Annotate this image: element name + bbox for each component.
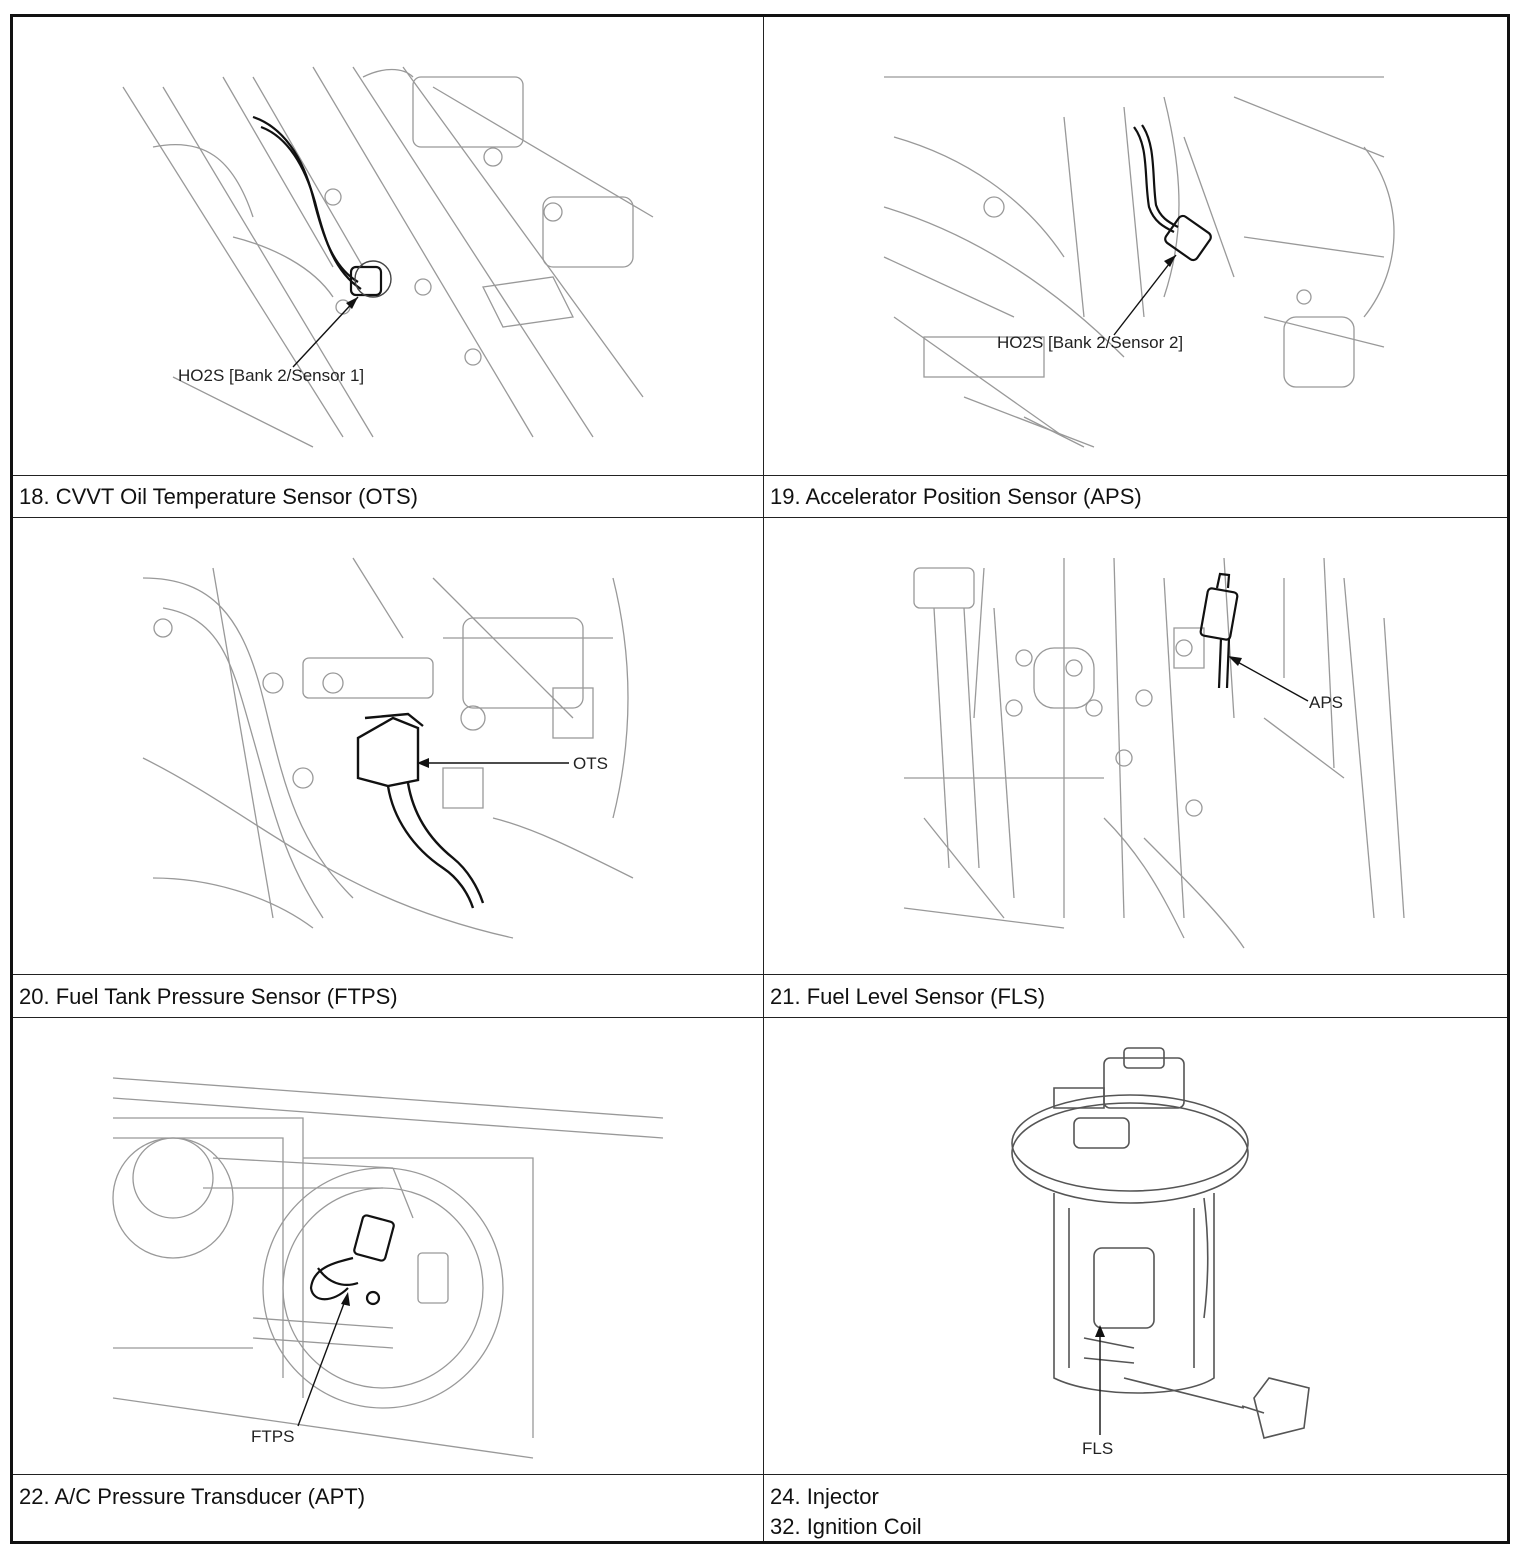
caption-24-32: 24. Injector 32. Ignition Coil bbox=[764, 1482, 922, 1542]
row-divider bbox=[13, 974, 1507, 975]
figure-ftps: FTPS bbox=[13, 1018, 761, 1472]
row-divider bbox=[13, 517, 1507, 518]
callout-label: HO2S [Bank 2/Sensor 2] bbox=[997, 333, 1183, 352]
caption-24: 24. Injector bbox=[770, 1484, 879, 1509]
component-table: HO2S [Bank 2/Sensor 1] bbox=[10, 14, 1510, 1544]
figure-fls: FLS bbox=[764, 1018, 1510, 1472]
column-divider bbox=[763, 17, 764, 1541]
row-divider bbox=[13, 475, 1507, 476]
callout-label: APS bbox=[1309, 693, 1343, 712]
figure-ho2s-bank2-sensor1: HO2S [Bank 2/Sensor 1] bbox=[13, 17, 761, 473]
figure-ots: OTS bbox=[13, 518, 761, 972]
fls-drawing: FLS bbox=[1011, 1047, 1310, 1458]
caption-32: 32. Ignition Coil bbox=[770, 1514, 922, 1539]
aps-drawing: APS bbox=[903, 557, 1405, 949]
ftps-drawing: FTPS bbox=[112, 1077, 664, 1459]
ots-drawing: OTS bbox=[142, 557, 634, 939]
row-divider bbox=[13, 1017, 1507, 1018]
figure-aps: APS bbox=[764, 518, 1510, 972]
callout-label: OTS bbox=[573, 754, 608, 773]
caption-21: 21. Fuel Level Sensor (FLS) bbox=[770, 984, 1046, 1009]
caption-22: 22. A/C Pressure Transducer (APT) bbox=[19, 1484, 366, 1509]
caption-19: 19. Accelerator Position Sensor (APS) bbox=[770, 484, 1142, 509]
caption-18: 18. CVVT Oil Temperature Sensor (OTS) bbox=[19, 484, 418, 509]
row-divider bbox=[13, 1474, 1507, 1475]
callout-label: HO2S [Bank 2/Sensor 1] bbox=[178, 366, 364, 385]
callout-label: FTPS bbox=[251, 1427, 294, 1446]
caption-20: 20. Fuel Tank Pressure Sensor (FTPS) bbox=[19, 984, 398, 1009]
figure-ho2s-bank2-sensor2: HO2S [Bank 2/Sensor 2] bbox=[764, 17, 1510, 473]
callout-label: FLS bbox=[1082, 1439, 1113, 1458]
ho2s-sensor2-drawing: HO2S [Bank 2/Sensor 2] bbox=[883, 76, 1395, 448]
ho2s-sensor1-drawing: HO2S [Bank 2/Sensor 1] bbox=[122, 66, 654, 448]
